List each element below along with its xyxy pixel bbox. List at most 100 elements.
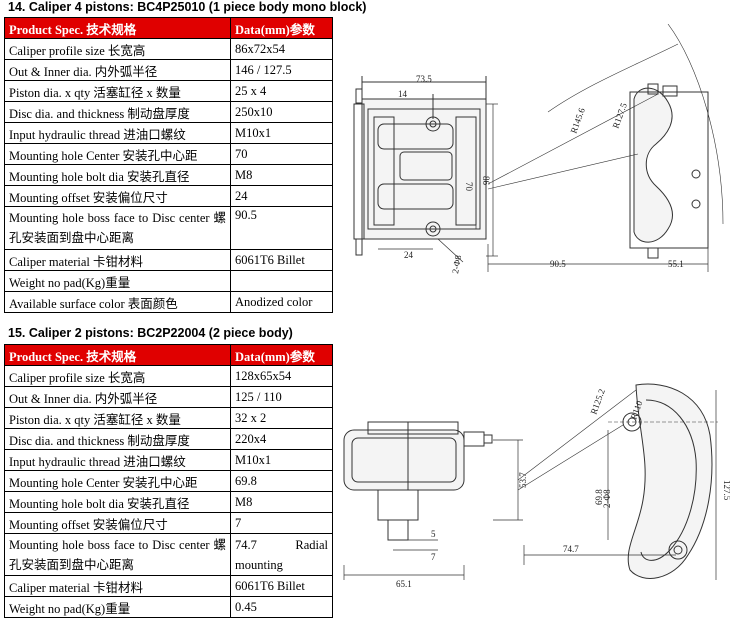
dim-86: 86	[481, 176, 491, 186]
spec-label: Piston dia. x qty 活塞缸径 x 数量	[4, 80, 231, 102]
spec-value: M10x1	[230, 449, 333, 471]
spec-value: 250x10	[230, 101, 333, 123]
spec-label: Disc dia. and thickness 制动盘厚度	[4, 428, 231, 450]
section-15-title: 15. Caliper 2 pistons: BC2P22004 (2 piec…	[8, 326, 293, 340]
spec-label: Mounting hole Center 安装孔中心距	[4, 470, 231, 492]
spec-label: Mounting hole bolt dia 安装孔直径	[4, 164, 231, 186]
spec-label: Caliper profile size 长宽高	[4, 365, 231, 387]
dim-2-phi-8: 2-Φ8	[450, 254, 463, 274]
spec-label: Weight no pad(Kg)重量	[4, 270, 231, 292]
spec-value: 7	[230, 512, 333, 534]
dim-7: 7	[431, 552, 436, 562]
spec-label: Piston dia. x qty 活塞缸径 x 数量	[4, 407, 231, 429]
header-spec: Product Spec. 技术规格	[4, 344, 231, 366]
header-spec: Product Spec. 技术规格	[4, 17, 231, 39]
table-header-row: Product Spec. 技术规格 Data(mm)参数	[4, 344, 333, 366]
spec-label: Caliper material 卡钳材料	[4, 249, 231, 271]
header-data: Data(mm)参数	[230, 344, 333, 366]
spec-value: 24	[230, 185, 333, 207]
dim-70: 70	[464, 182, 474, 192]
dim-r125-2: R125.2	[588, 388, 606, 416]
spec-label: Mounting hole boss face to Disc center 螺…	[4, 206, 231, 250]
header-data: Data(mm)参数	[230, 17, 333, 39]
spec-value: 70	[230, 143, 333, 165]
spec-value: M8	[230, 491, 333, 513]
spec-label: Input hydraulic thread 进油口螺纹	[4, 122, 231, 144]
spec-value	[230, 270, 333, 292]
spec-label: Available surface color 表面颜色	[4, 291, 231, 313]
spec-label: Mounting hole Center 安装孔中心距	[4, 143, 231, 165]
spec-value: 220x4	[230, 428, 333, 450]
spec-value: 146 / 127.5	[230, 59, 333, 81]
dim-53-7: 53.7	[518, 472, 528, 488]
dim-90-5: 90.5	[550, 259, 566, 269]
spec-value: 86x72x54	[230, 38, 333, 60]
dim-65-1: 65.1	[396, 579, 412, 589]
spec-label: Mounting offset 安装偏位尺寸	[4, 512, 231, 534]
table-header-row: Product Spec. 技术规格 Data(mm)参数	[4, 17, 333, 39]
dim-14: 14	[398, 89, 408, 99]
spec-label: Out & Inner dia. 内外弧半径	[4, 59, 231, 81]
spec-value: 0.45	[230, 596, 333, 618]
spec-value: 90.5	[230, 206, 333, 250]
dim-55-1: 55.1	[668, 259, 684, 269]
spec-value: Anodized color	[230, 291, 333, 313]
spec-value: M10x1	[230, 122, 333, 144]
spec-value: 128x65x54	[230, 365, 333, 387]
spec-label: Disc dia. and thickness 制动盘厚度	[4, 101, 231, 123]
spec-value: 74.7 Radial mounting	[230, 533, 333, 576]
spec-value: 69.8	[230, 470, 333, 492]
spec-label: Mounting hole bolt dia 安装孔直径	[4, 491, 231, 513]
spec-label: Caliper material 卡钳材料	[4, 575, 231, 597]
dim-24: 24	[404, 250, 414, 260]
dim-5: 5	[431, 529, 436, 539]
spec-label: Mounting hole boss face to Disc center 螺…	[4, 533, 231, 576]
dim-73-5: 73.5	[416, 74, 432, 84]
radial-label: Radial	[295, 537, 328, 552]
radial-value: 74.7	[235, 537, 257, 552]
dim-r145-6: R145.6	[568, 106, 587, 135]
spec-label: Out & Inner dia. 内外弧半径	[4, 386, 231, 408]
spec-value: 25 x 4	[230, 80, 333, 102]
spec-label: Weight no pad(Kg)重量	[4, 596, 231, 618]
spec-value: 6061T6 Billet	[230, 575, 333, 597]
table-row: Weight no pad(Kg)重量	[4, 270, 333, 292]
spec-value: M8	[230, 164, 333, 186]
spec-label: Input hydraulic thread 进油口螺纹	[4, 449, 231, 471]
spec-label: Caliper profile size 长宽高	[4, 38, 231, 60]
dim-74-7: 74.7	[563, 544, 579, 554]
radial-mounting-label: mounting	[235, 557, 283, 572]
spec-value: 125 / 110	[230, 386, 333, 408]
dim-127-5: 127.5	[722, 480, 730, 501]
table-row: Mounting hole boss face to Disc center 螺…	[4, 206, 333, 250]
spec-label: Mounting offset 安装偏位尺寸	[4, 185, 231, 207]
caliper-15-drawing: 53.7 5 7 65.1 R125.2 R110 2-Φ8 69.8 127.…	[338, 380, 730, 595]
spec-value: 6061T6 Billet	[230, 249, 333, 271]
spec-table-14: Product Spec. 技术规格 Data(mm)参数 Caliper pr…	[4, 17, 333, 313]
spec-value: 32 x 2	[230, 407, 333, 429]
dim-2-phi-8: 2-Φ8	[602, 489, 612, 508]
spec-table-15: Product Spec. 技术规格 Data(mm)参数 Caliper pr…	[4, 344, 333, 618]
section-14-title: 14. Caliper 4 pistons: BC4P25010 (1 piec…	[8, 0, 367, 14]
table-row: Mounting hole boss face to Disc center 螺…	[4, 533, 333, 576]
